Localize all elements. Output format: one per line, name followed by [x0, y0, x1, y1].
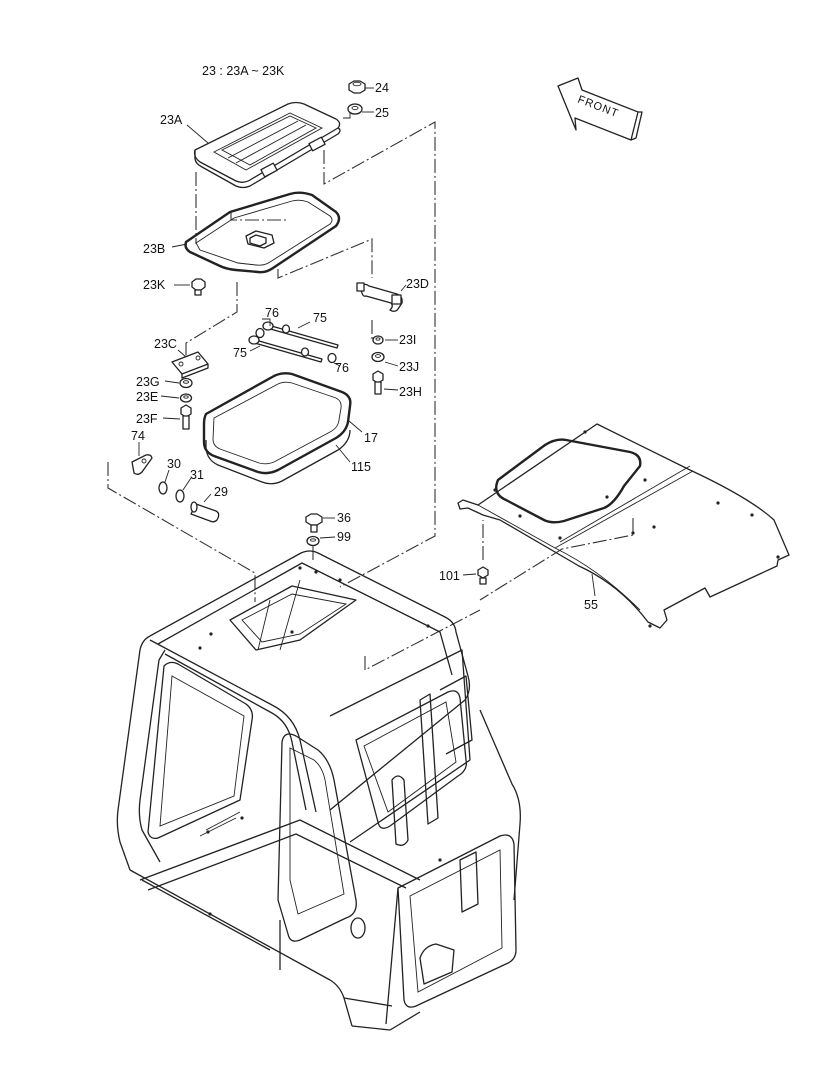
callout-23K: 23K [143, 278, 166, 292]
hatch-cover-23A [193, 101, 341, 189]
callout-75-right: 75 [313, 311, 327, 325]
washer-30 [158, 481, 168, 495]
callout-25: 25 [375, 106, 389, 120]
bracket-23C [171, 351, 209, 379]
callout-99: 99 [337, 530, 351, 544]
callout-55: 55 [584, 598, 598, 612]
callout-23F: 23F [136, 412, 158, 426]
callout-23C: 23C [154, 337, 177, 351]
nut-24 [348, 80, 366, 94]
bolt-36 [305, 513, 323, 533]
callout-23A: 23A [160, 113, 183, 127]
stay-rods-75 [248, 321, 339, 363]
washer-23E [179, 393, 193, 403]
roof-cover-55 [457, 423, 790, 629]
callout-75-left: 75 [233, 346, 247, 360]
callout-101: 101 [439, 569, 460, 583]
callout-23G: 23G [136, 375, 160, 389]
callout-24: 24 [375, 81, 389, 95]
washer-23I [372, 335, 384, 345]
callout-23I: 23I [399, 333, 416, 347]
callout-36: 36 [337, 511, 351, 525]
bolt-23F [180, 404, 192, 430]
hatch-frame-23B [184, 191, 341, 274]
callout-31: 31 [190, 468, 204, 482]
callout-23H: 23H [399, 385, 422, 399]
washer-25 [347, 103, 363, 115]
handle-23D [356, 282, 403, 312]
gasket-115 [205, 429, 351, 485]
front-direction-arrow: FRONT [557, 77, 643, 141]
seal-17 [202, 372, 352, 475]
callout-76-top: 76 [265, 306, 279, 320]
callout-23D: 23D [406, 277, 429, 291]
rings-76 [255, 324, 337, 364]
washer-23G [179, 377, 193, 389]
bolt-23K [191, 278, 206, 296]
callout-30: 30 [167, 457, 181, 471]
callout-23J: 23J [399, 360, 419, 374]
callout-23B: 23B [143, 242, 165, 256]
washer-23J [371, 351, 385, 363]
callout-23E: 23E [136, 390, 158, 404]
latch-plate-74 [131, 454, 153, 475]
assembly-note: 23 : 23A ~ 23K [202, 64, 285, 78]
callout-17: 17 [364, 431, 378, 445]
bolt-101 [477, 566, 489, 585]
callout-74: 74 [131, 429, 145, 443]
washer-31 [175, 489, 185, 503]
bolt-29 [190, 501, 220, 523]
callout-115: 115 [351, 460, 371, 474]
washer-99 [306, 535, 320, 547]
callout-76-bottom: 76 [335, 361, 349, 375]
cab-structure [116, 550, 521, 1031]
bolt-23H [372, 370, 384, 395]
callout-29: 29 [214, 485, 228, 499]
